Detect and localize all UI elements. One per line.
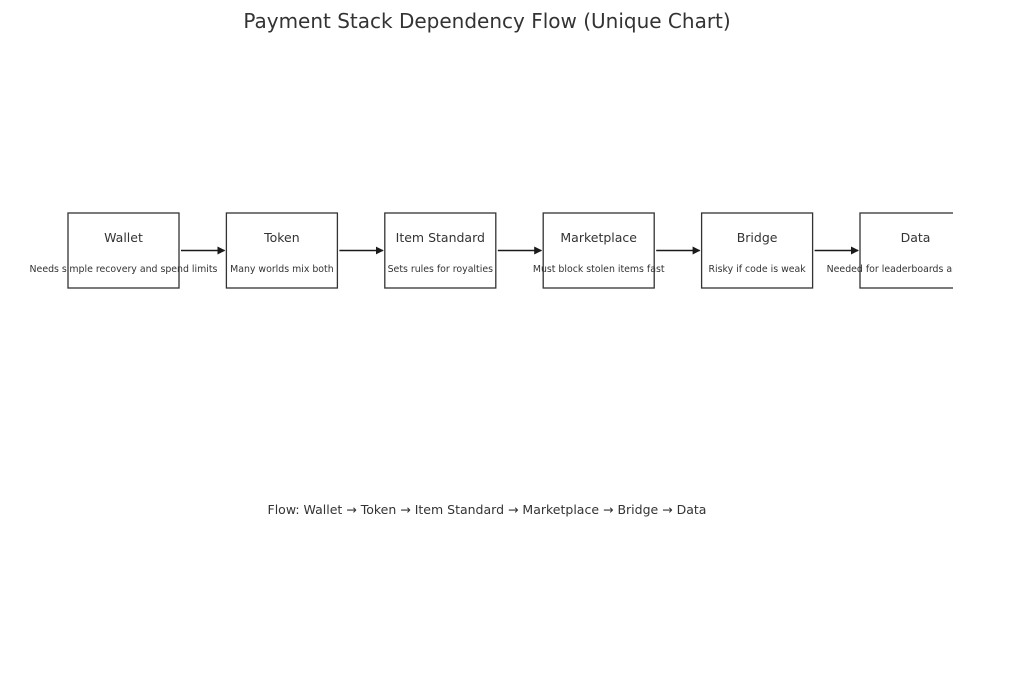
node-box-token — [225, 212, 339, 289]
node-box-bridge — [700, 212, 814, 289]
node-note-data: Needed for leaderboards and rewards — [827, 264, 1005, 275]
node-note-token: Many worlds mix both — [230, 264, 334, 275]
flow-caption: Flow: Wallet → Token → Item Standard → M… — [267, 502, 707, 517]
node-label-wallet: Wallet — [104, 230, 143, 245]
node-label-bridge: Bridge — [737, 230, 778, 245]
node-label-marketplace: Marketplace — [560, 230, 637, 245]
node-note-wallet: Needs simple recovery and spend limits — [30, 264, 218, 275]
node-box-data — [859, 212, 953, 289]
node-note-bridge: Risky if code is weak — [709, 264, 807, 275]
node-box-wallet — [67, 212, 180, 289]
diagram-title: Payment Stack Dependency Flow (Unique Ch… — [243, 9, 731, 33]
node-note-item-standard: Sets rules for royalties — [388, 264, 493, 275]
node-label-token: Token — [263, 230, 300, 245]
node-box-item-standard — [384, 212, 497, 289]
node-label-data: Data — [901, 230, 931, 245]
node-label-item-standard: Item Standard — [396, 230, 485, 245]
node-box-marketplace — [542, 212, 655, 289]
node-note-marketplace: Must block stolen items fast — [533, 264, 665, 275]
